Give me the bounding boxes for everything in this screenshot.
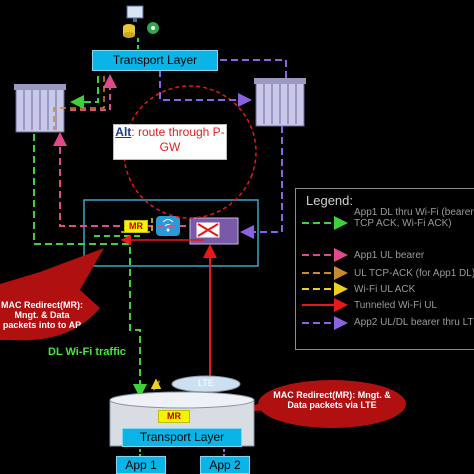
alt-route-note: Alt: route through P-GW [113, 124, 227, 160]
legend-item-wifi-ack: Wi-Fi UL ACK [354, 284, 416, 295]
legend-item-dl: App1 DL thru Wi-Fi (bearer, TCP ACK, Wi-… [354, 207, 474, 229]
legend-swatches [302, 216, 348, 330]
right-gateway-icon [254, 78, 306, 127]
server-icon [147, 22, 159, 34]
ul-bearer-top [70, 74, 117, 111]
ul-bearer-path [53, 132, 186, 227]
callout-left [0, 248, 104, 341]
database-icon [123, 24, 135, 38]
legend-title: Legend: [306, 193, 353, 208]
alt-key: Alt [115, 125, 132, 139]
lte-bearer-path-down [240, 126, 283, 239]
dl-wifi-label: DL Wi-Fi traffic [48, 346, 126, 358]
lte-label: LTE [198, 378, 214, 388]
legend-item-lte: App2 UL/DL bearer thru LTE [354, 317, 474, 328]
access-node-box [83, 199, 259, 267]
legend-item-tcp: UL TCP-ACK (for App1 DL) [354, 268, 474, 279]
dl-wifi-path-top [70, 76, 99, 109]
app1-box: App 1 [116, 456, 166, 474]
mr-tag-ue: MR [158, 410, 190, 423]
callout-right-text: MAC Redirect(MR): Mngt. & Data packets v… [273, 390, 391, 410]
legend-item-ul: App1 UL bearer [354, 250, 425, 261]
mr-tag-access: MR [124, 220, 148, 233]
app2-box: App 2 [200, 456, 250, 474]
left-gateway-icon [14, 84, 66, 133]
tcp-ack-path [53, 76, 105, 130]
callout-left-text: MAC Redirect(MR): Mngt. & Data packets i… [1, 300, 83, 330]
ue-transport-layer: Transport Layer [122, 428, 242, 447]
legend-item-tunnel: Tunneled Wi-Fi UL [354, 300, 437, 311]
dl-wifi-path [33, 134, 147, 398]
alt-text: : route through P-GW [131, 125, 225, 154]
top-transport-layer: Transport Layer [92, 50, 218, 71]
legend: Legend: App1 DL thru Wi-Fi (bearer, TCP … [295, 188, 474, 350]
alt-route-ellipse [123, 85, 257, 219]
monitor-icon [126, 5, 144, 22]
